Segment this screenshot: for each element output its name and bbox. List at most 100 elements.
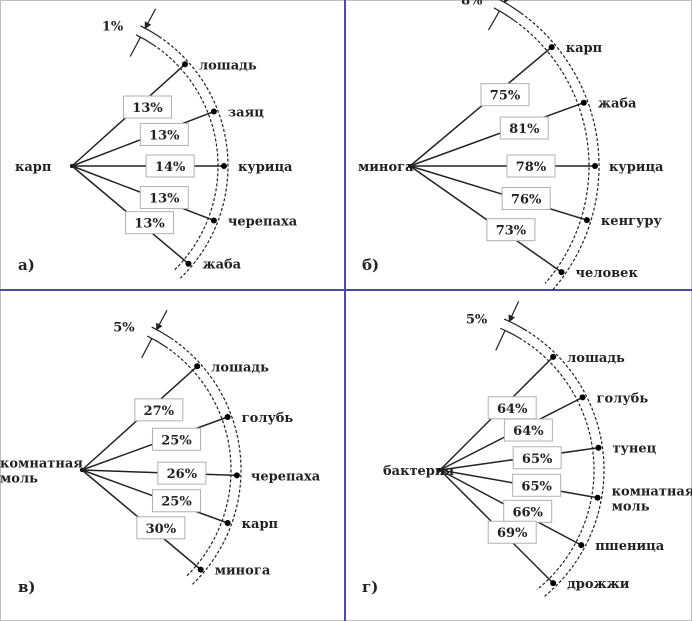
target-point xyxy=(583,217,590,224)
percent-box xyxy=(139,186,189,210)
target-organism-label-line: курица xyxy=(609,160,664,175)
target-point xyxy=(185,260,192,267)
similarity-percent-line: 27% xyxy=(144,404,175,419)
target-organism-label-line: заяц xyxy=(228,106,264,121)
similarity-percent: 25% xyxy=(161,433,192,448)
similarity-percent-line: 81% xyxy=(509,122,540,137)
target-organism-label-line: лошадь xyxy=(199,58,257,73)
panel-label-line: в) xyxy=(18,578,36,596)
similarity-percent-line: 65% xyxy=(522,452,553,467)
scale-arc xyxy=(140,25,160,38)
source-organism-label: бактерия xyxy=(383,464,455,479)
similarity-percent-line: 13% xyxy=(132,101,163,116)
similarity-percent-line: 25% xyxy=(161,433,192,448)
similarity-arc xyxy=(170,337,242,585)
scale-percent-label-line: 5% xyxy=(113,321,135,336)
target-organism-label-line: кенгуру xyxy=(601,214,663,229)
scale-arrow-inner xyxy=(141,338,153,359)
scale-arc xyxy=(499,0,522,14)
target-organism-label: минога xyxy=(215,564,271,579)
percent-box xyxy=(480,83,530,107)
scale-arrow-inner xyxy=(495,330,506,351)
percent-box xyxy=(512,446,562,470)
similarity-percent: 64% xyxy=(497,402,528,417)
percent-box xyxy=(134,398,184,422)
similarity-ray xyxy=(409,165,562,273)
source-organism-label-line: моль xyxy=(0,472,38,487)
panel-label-line: б) xyxy=(362,256,379,274)
percent-box xyxy=(486,218,536,242)
similarity-percent: 64% xyxy=(513,424,544,439)
target-point xyxy=(224,520,231,527)
similarity-percent: 81% xyxy=(509,122,540,137)
target-organism-label: карп xyxy=(242,517,279,532)
similarity-percent: 13% xyxy=(149,128,180,143)
similarity-percent-line: 26% xyxy=(167,467,198,482)
target-organism-label: курица xyxy=(609,160,664,175)
similarity-ray xyxy=(409,46,553,167)
percent-box xyxy=(151,489,201,513)
similarity-percent: 13% xyxy=(149,192,180,207)
panel-a: 1%карп13%лошадь13%заяц14%курица13%черепа… xyxy=(15,8,298,279)
similarity-percent: 65% xyxy=(521,479,552,494)
target-point xyxy=(550,353,557,360)
percent-box xyxy=(123,95,173,119)
target-organism-label-line: голубь xyxy=(597,391,649,406)
target-organism-label-line: черепаха xyxy=(251,469,321,484)
target-point xyxy=(233,472,240,479)
target-point xyxy=(197,566,204,573)
target-point xyxy=(558,269,565,276)
similarity-percent: 13% xyxy=(132,101,163,116)
percent-box xyxy=(487,520,537,544)
target-organism-label-line: моль xyxy=(612,499,650,514)
percent-box xyxy=(136,516,186,540)
scale-arc xyxy=(493,7,516,22)
target-organism-label-line: черепаха xyxy=(228,214,298,229)
target-point xyxy=(594,494,601,501)
target-point xyxy=(181,61,188,68)
target-point xyxy=(550,580,557,587)
target-organism-label: курица xyxy=(238,160,293,175)
scale-arrow-inner xyxy=(129,36,142,57)
source-organism-label-line: комнатная xyxy=(0,457,83,472)
similarity-percent-line: 30% xyxy=(146,522,177,537)
target-organism-label-line: жаба xyxy=(202,258,241,273)
target-organism-label-line: минога xyxy=(215,564,271,579)
target-organism-label-line: пшеница xyxy=(595,539,665,554)
similarity-percent: 75% xyxy=(490,89,521,104)
similarity-percent-line: 78% xyxy=(516,160,547,175)
scale-arrow-inner xyxy=(487,10,501,31)
target-point xyxy=(194,363,201,370)
similarity-percent: 30% xyxy=(146,522,177,537)
target-organism-label: голубь xyxy=(242,411,294,426)
scale-arc xyxy=(135,34,154,46)
target-organism-label-line: карп xyxy=(242,517,279,532)
scale-arrow-outer xyxy=(508,301,520,323)
similarity-percent-line: 66% xyxy=(512,505,543,520)
scale-percent-label: 1% xyxy=(102,19,124,34)
target-organism-label-line: курица xyxy=(238,160,293,175)
similarity-arc xyxy=(164,345,232,578)
similarity-ray xyxy=(409,102,585,167)
target-organism-label-line: лошадь xyxy=(567,351,625,366)
percent-box xyxy=(157,461,207,485)
target-organism-label-line: тунец xyxy=(612,442,656,457)
target-point xyxy=(592,163,598,169)
scale-arc xyxy=(499,327,520,339)
percent-box xyxy=(506,154,556,178)
scale-arc xyxy=(147,335,166,347)
target-point xyxy=(579,394,586,401)
similarity-percent: 78% xyxy=(516,160,547,175)
percent-box xyxy=(145,154,195,178)
similarity-percent-line: 14% xyxy=(155,160,186,175)
similarity-percent-line: 76% xyxy=(511,192,542,207)
panel-d: 5%бактерия64%лошадь64%голубь65%тунец65%к… xyxy=(362,301,692,598)
target-organism-label: заяц xyxy=(228,106,264,121)
target-point xyxy=(221,163,227,169)
percent-box xyxy=(499,116,549,140)
target-organism-label-line: лошадь xyxy=(211,360,269,375)
similarity-percent-line: 65% xyxy=(521,479,552,494)
